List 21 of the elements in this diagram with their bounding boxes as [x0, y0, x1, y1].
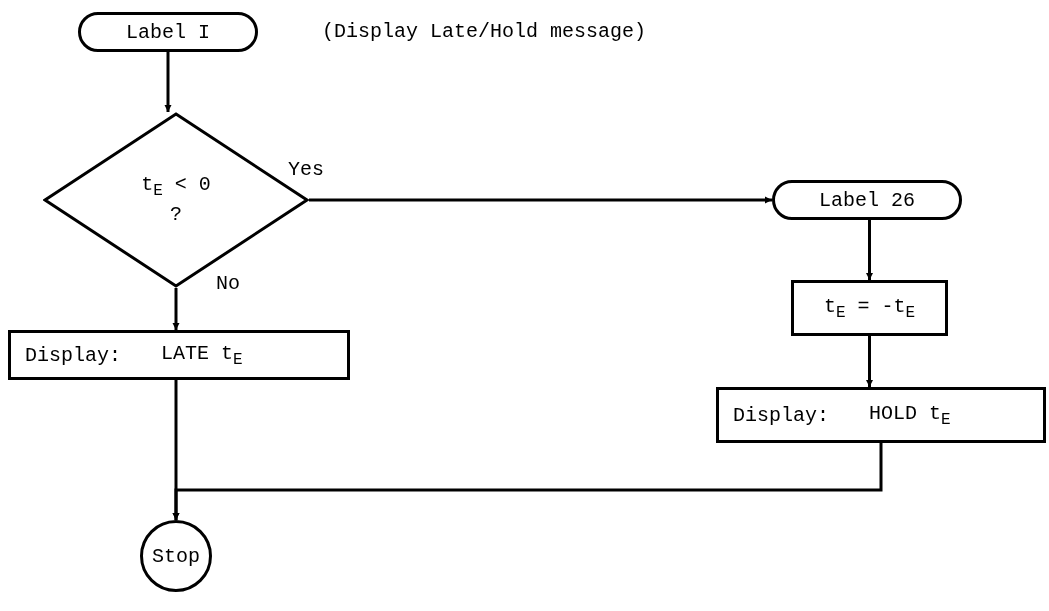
node-text: Label 26: [819, 188, 915, 212]
terminal-box: [78, 12, 258, 52]
node-text: LATE t$_{E}$: [161, 341, 243, 369]
terminal-box: [772, 180, 962, 220]
process-box: [716, 387, 1046, 443]
arrow: [172, 380, 180, 520]
node-text: Stop: [152, 544, 200, 568]
node-text: Display:: [733, 403, 829, 427]
arrow: [172, 288, 180, 330]
arrow: [309, 196, 772, 204]
arrow: [164, 52, 172, 112]
arrow: [866, 336, 873, 387]
condition-text: t$_{E}$ < 0 ?: [140, 172, 212, 228]
node-text: Label I: [126, 20, 210, 44]
node-text: Display:: [25, 343, 121, 367]
process-box: [8, 330, 350, 380]
node-text: HOLD t$_{E}$: [869, 401, 951, 429]
process-box: [791, 280, 948, 336]
note-text: (Display Late/Hold message): [322, 20, 647, 43]
arrow: [866, 220, 873, 280]
node-text: t$_{E}$ = -t$_{E}$: [823, 294, 916, 322]
